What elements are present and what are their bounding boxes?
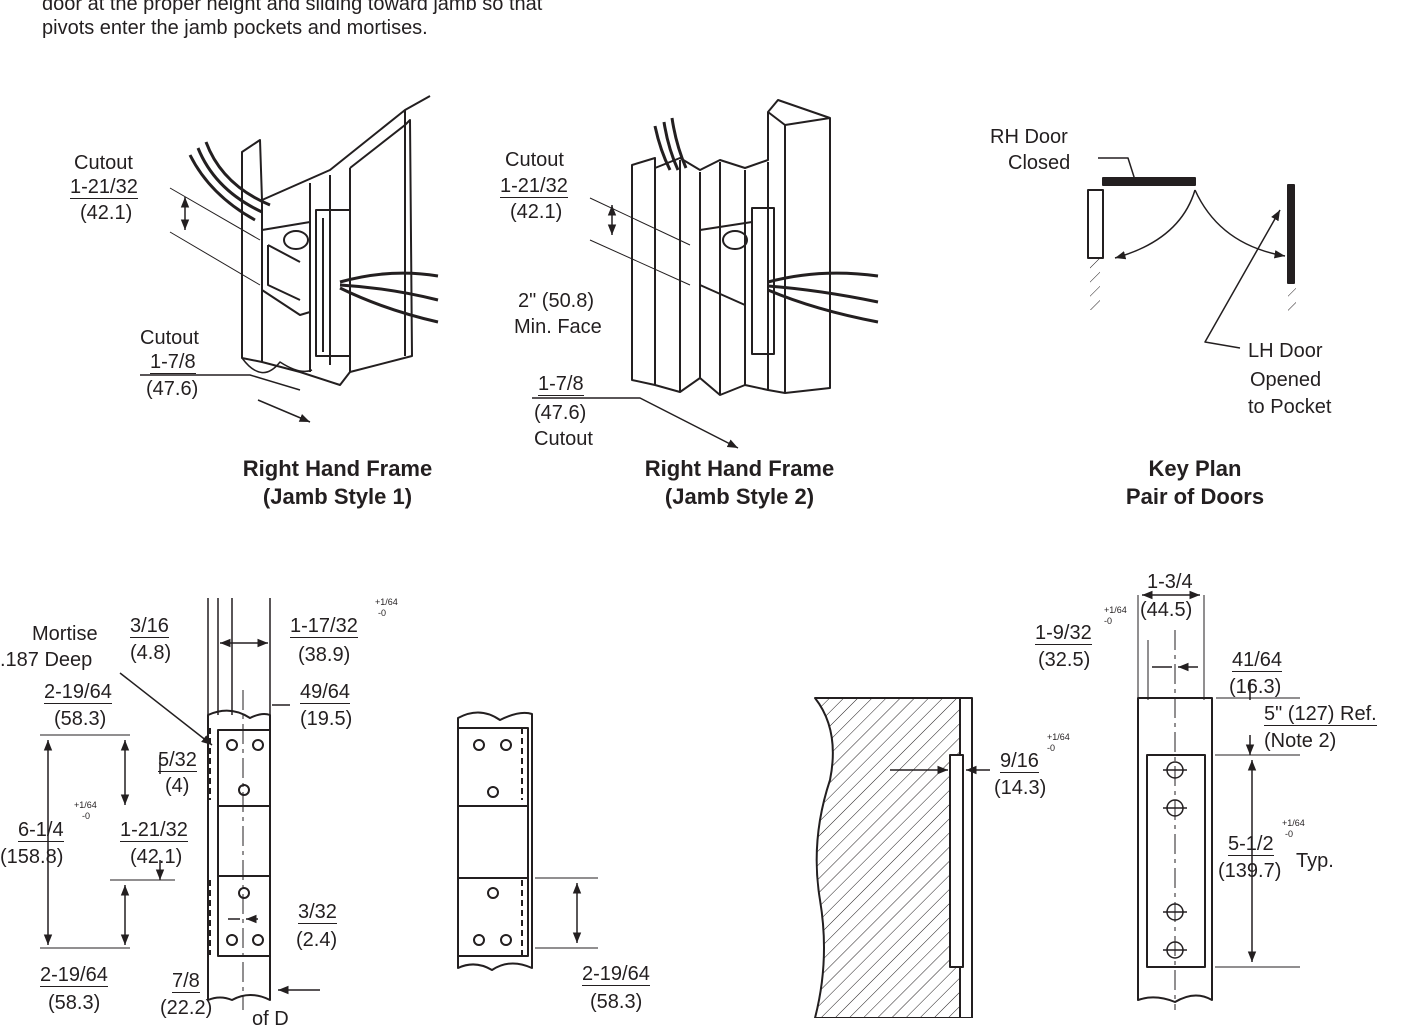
- d-5-1-2-in: 5-1/2: [1228, 833, 1274, 856]
- j2-cutout-b-label: Cutout: [534, 428, 593, 450]
- kp-caption-line-1: Key Plan: [1148, 456, 1242, 481]
- mortise-label: Mortise: [32, 623, 98, 645]
- j2-face-line-2: Min. Face: [514, 316, 602, 338]
- j1-cutout-b-mm: (47.6): [146, 378, 199, 400]
- d-2-19-top-mm: (58.3): [54, 708, 107, 730]
- d-5-1-2-tol-plus: +1/64: [1282, 818, 1305, 828]
- d-5-ref-note: (Note 2): [1264, 730, 1337, 752]
- j1-cutout-a-label: Cutout: [74, 152, 133, 174]
- intro-line-2: pivots enter the jamb pockets and mortis…: [42, 17, 428, 39]
- d-1-3-4-mm: (44.5): [1140, 599, 1193, 621]
- d-5-32-in: 5/32: [158, 749, 197, 772]
- d-6-1-4-mm: (158.8): [0, 846, 64, 868]
- d-9-16-tol-plus: +1/64: [1047, 732, 1070, 742]
- j2-cutout-a-mm: (42.1): [510, 201, 563, 223]
- kp-rh-line-1: RH Door: [990, 126, 1068, 148]
- hinge-elevation-drawing: [457, 711, 598, 971]
- d-6-1-4-in: 6-1/4: [18, 819, 64, 842]
- j1-caption-line-2: (Jamb Style 1): [262, 484, 413, 509]
- d-5-1-2-tol-minus: -0: [1285, 829, 1294, 839]
- d-9-16-tol-minus: -0: [1047, 743, 1056, 753]
- d-9-16-mm: (14.3): [994, 777, 1047, 799]
- d-1-21-in: 1-21/32: [120, 819, 188, 842]
- j1-cutout-b-label: Cutout: [140, 327, 199, 349]
- kp-lh-line-2: Opened: [1250, 369, 1322, 391]
- j2-caption-line-2: (Jamb Style 2): [664, 484, 815, 509]
- jamb-style-2-drawing: [631, 99, 879, 396]
- jamb-style-1-drawing: [188, 95, 439, 386]
- j1-caption-line-1: Right Hand Frame: [242, 456, 433, 481]
- d-7-8-mm: (22.2): [160, 997, 213, 1019]
- j2-caption-line-1: Right Hand Frame: [644, 456, 835, 481]
- h2-d-2-19-mm: (58.3): [590, 991, 643, 1013]
- d-1-3-4-in: 1-3/4: [1147, 571, 1193, 593]
- j1-caption: Right Hand Frame (Jamb Style 1): [200, 455, 475, 511]
- j2-face-line-1: 2" (50.8): [518, 290, 595, 312]
- d-6-1-4-tol-plus: +1/64: [74, 800, 97, 810]
- kp-lh-line-1: LH Door: [1248, 340, 1323, 362]
- d-49-64-in: 49/64: [300, 681, 351, 704]
- mortise-elevation-drawing: [40, 598, 320, 1010]
- d-2-19-bot-in: 2-19/64: [40, 964, 108, 987]
- d-1-9-32-tol-minus: -0: [1104, 616, 1113, 626]
- d-2-19-top-in: 2-19/64: [44, 681, 112, 704]
- d-5-32-mm: (4): [165, 775, 190, 797]
- d-1-21-mm: (42.1): [130, 846, 183, 868]
- d-7-8-in: 7/8: [172, 970, 200, 993]
- kp-rh-line-2: Closed: [1008, 152, 1071, 174]
- j1-cutout-a-in: 1-21/32: [70, 176, 138, 199]
- j1-cutout-b-in: 1-7/8: [150, 351, 196, 374]
- d-41-64-mm: (16.3): [1229, 676, 1282, 698]
- j2-cutout-a-label: Cutout: [505, 149, 564, 171]
- j2-cutout-a-in: 1-21/32: [500, 175, 568, 198]
- d-2-19-bot-mm: (58.3): [48, 992, 101, 1014]
- kp-caption-line-2: Pair of Doors: [1125, 484, 1265, 509]
- intro-text: door at the proper height and sliding to…: [42, 0, 542, 40]
- kp-lh-line-3: to Pocket: [1248, 396, 1332, 418]
- d-1-9-32-mm: (32.5): [1038, 649, 1091, 671]
- d-3-16-in: 3/16: [130, 615, 169, 638]
- d-41-64-in: 41/64: [1232, 649, 1283, 672]
- kp-caption: Key Plan Pair of Doors: [1090, 455, 1300, 511]
- d-1-9-32-tol-plus: +1/64: [1104, 605, 1127, 615]
- h2-d-2-19-in: 2-19/64: [582, 963, 650, 986]
- d-1-17-mm: (38.9): [298, 644, 351, 666]
- intro-line-1: door at the proper height and sliding to…: [42, 0, 543, 15]
- j1-cutout-a-mm: (42.1): [80, 202, 133, 224]
- key-plan-drawing: [1087, 157, 1296, 349]
- d-49-64-mm: (19.5): [300, 708, 353, 730]
- d-1-17-tol-minus: -0: [378, 608, 387, 618]
- d-1-17-in: 1-17/32: [290, 615, 358, 638]
- j2-cutout-b-mm: (47.6): [534, 402, 587, 424]
- d-1-17-tol-plus: +1/64: [375, 597, 398, 607]
- d-3-32-mm: (2.4): [296, 929, 338, 951]
- jamb-dimension-leaders: [140, 187, 739, 449]
- d-9-16-in: 9/16: [1000, 750, 1039, 773]
- d-5-ref-in: 5" (127) Ref.: [1264, 703, 1377, 726]
- j2-caption: Right Hand Frame (Jamb Style 2): [602, 455, 877, 511]
- centerline-label: of D: [252, 1008, 289, 1030]
- typ-label: Typ.: [1296, 850, 1334, 872]
- d-1-9-32-in: 1-9/32: [1035, 622, 1092, 645]
- d-3-32-in: 3/32: [298, 901, 337, 924]
- door-edge-drawing: [814, 697, 990, 1018]
- d-5-1-2-mm: (139.7): [1218, 860, 1282, 882]
- mortise-depth: .187 Deep: [0, 649, 93, 671]
- plate-elevation-drawing: [1137, 590, 1300, 1010]
- d-3-16-mm: (4.8): [130, 642, 172, 664]
- j2-cutout-b-in: 1-7/8: [538, 373, 584, 396]
- d-6-1-4-tol-minus: -0: [82, 811, 91, 821]
